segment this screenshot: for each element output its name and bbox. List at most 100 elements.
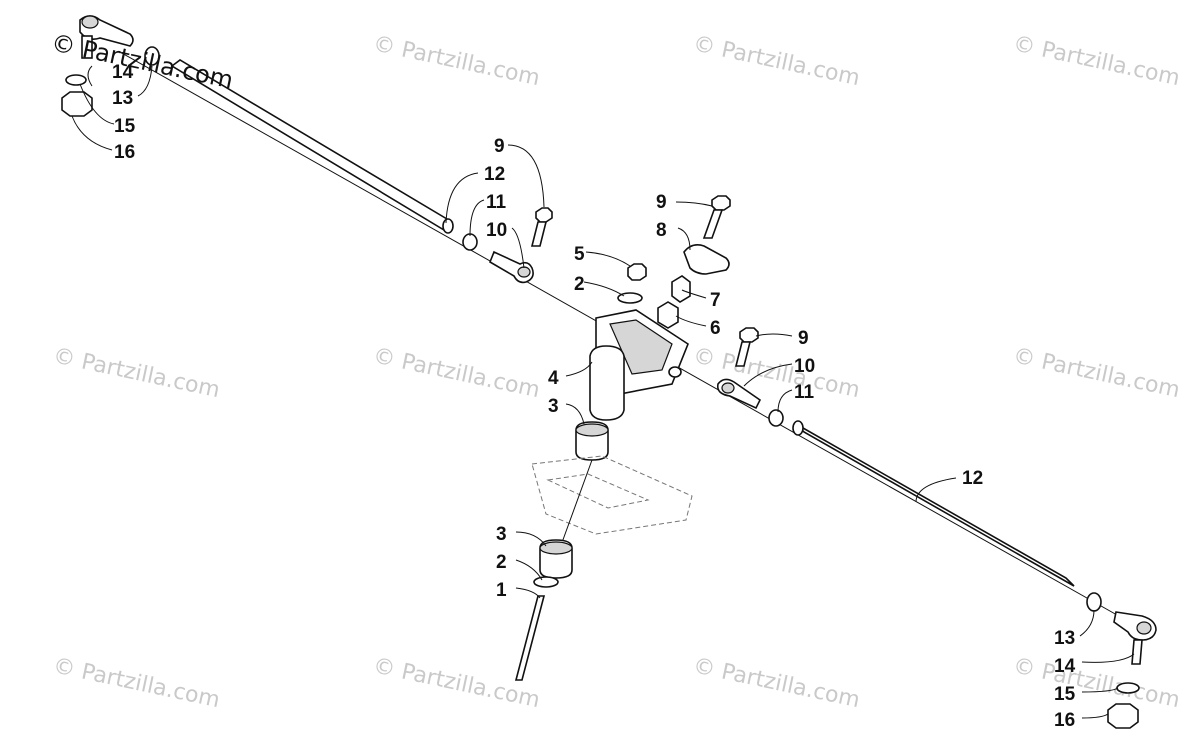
- callout-9-top: 9: [494, 136, 505, 157]
- watermark-tile: © Partzilla.com: [1011, 343, 1182, 403]
- lower-bearing-top: [539, 541, 573, 555]
- watermark-tile: © Partzilla.com: [371, 653, 542, 713]
- leader-15-topleft: [79, 83, 115, 125]
- upper-nut: [627, 263, 647, 281]
- leader-9-mid: [675, 201, 713, 207]
- leader-5: [585, 251, 631, 267]
- left-tie-rod-end-face: [442, 218, 454, 234]
- callout-16-topleft: 16: [114, 142, 135, 163]
- upper-bearing-top: [575, 423, 609, 437]
- leader-8: [677, 227, 691, 251]
- callout-13-bottomright: 13: [1054, 628, 1075, 649]
- leader-3-lower: [515, 531, 547, 547]
- right-washer: [1116, 682, 1140, 694]
- leader-14-topleft: [87, 65, 93, 87]
- watermark-tile: © Partzilla.com: [51, 343, 222, 403]
- leader-11-left: [469, 199, 485, 237]
- post-axis-line: [559, 459, 593, 549]
- watermark-tile: © Partzilla.com: [691, 343, 862, 403]
- lower-bearing-stack: [514, 539, 573, 681]
- leader-1: [515, 587, 541, 599]
- left-tie-rod-end-stud: [81, 35, 93, 59]
- watermark-tile: © Partzilla.com: [691, 653, 862, 713]
- left-inner-jam-nut: [462, 233, 478, 251]
- steering-post-assembly: [575, 195, 731, 461]
- leader-12-right: [915, 477, 957, 503]
- lower-bushing: [657, 301, 679, 329]
- lower-bolt: [514, 595, 546, 681]
- leader-10-left: [511, 227, 525, 269]
- steering-post-nut: [668, 366, 682, 378]
- callout-14-topleft: 14: [112, 62, 134, 83]
- callout-11-right: 11: [794, 382, 815, 403]
- watermark-tile: © Partzilla.com: [1011, 31, 1182, 91]
- right-tie-rod: [795, 423, 1075, 587]
- callout-2-lower: 2: [496, 552, 507, 573]
- left-jam-nut: [144, 46, 160, 66]
- callout-3-lower: 3: [496, 524, 507, 545]
- callout-7: 7: [710, 290, 721, 311]
- callout-2-upper: 2: [574, 274, 585, 295]
- leader-3-upper: [565, 403, 585, 425]
- left-tie-rod-end-ball: [81, 15, 99, 29]
- left-bolt-head: [535, 207, 553, 223]
- frame-bracket-outline: [531, 455, 693, 535]
- leader-7: [681, 289, 707, 299]
- callout-10-left: 10: [486, 220, 507, 241]
- top-bolt-head: [711, 195, 731, 211]
- callout-6: 6: [710, 318, 721, 339]
- leader-2-lower: [515, 559, 543, 581]
- leader-13-topleft: [137, 65, 153, 97]
- left-lock-nut: [61, 91, 93, 117]
- callout-8: 8: [656, 220, 667, 241]
- right-inner-rod-end-ball: [721, 382, 735, 394]
- callout-16-bottomright: 16: [1054, 710, 1075, 731]
- steering-post-tube: [589, 345, 625, 421]
- callout-14-bottomright: 14: [1054, 656, 1076, 677]
- callout-9-right: 9: [798, 328, 809, 349]
- right-lock-nut: [1107, 703, 1139, 729]
- left-bolt-shank: [530, 221, 548, 247]
- lower-washer: [533, 576, 559, 588]
- right-tie-rod-end-ball: [1136, 621, 1152, 635]
- watermark-tile: © Partzilla.com: [371, 343, 542, 403]
- frame-bracket-inner: [546, 473, 650, 509]
- leader-10-right: [743, 363, 793, 387]
- callout-15-topleft: 15: [114, 116, 136, 137]
- left-bolt: [530, 207, 553, 247]
- leader-16-topleft: [71, 115, 113, 151]
- top-bolt-shank: [702, 209, 724, 239]
- callout-11-left: 11: [486, 192, 507, 213]
- left-inner-rod-end-ball: [517, 266, 531, 278]
- leader-16-bottomright: [1081, 713, 1109, 719]
- callout-4: 4: [548, 368, 559, 389]
- callout-labels: 14 13 15 16 9 12 11 10 9 8 5 2 7 6 9 10 …: [112, 62, 1076, 731]
- right-tie-rod-end-face: [792, 420, 804, 436]
- callout-10-right: 10: [794, 356, 815, 377]
- leader-11-right: [777, 389, 793, 413]
- leader-9-right: [755, 333, 793, 337]
- leader-lines: [71, 65, 1135, 719]
- leader-12-left: [445, 172, 479, 224]
- right-bolt-shank: [734, 341, 752, 367]
- pitman-arm: [683, 244, 730, 275]
- callout-15-bottomright: 15: [1054, 684, 1076, 705]
- right-tie-rod-end-group: [1086, 592, 1157, 729]
- callout-12-left: 12: [484, 164, 505, 185]
- right-tie-rod-end-stud: [1131, 639, 1143, 665]
- right-inner-jam-nut: [768, 409, 784, 427]
- callout-3-upper: 3: [548, 396, 559, 417]
- leader-4: [565, 361, 593, 377]
- watermark-tile: © Partzilla.com: [51, 653, 222, 713]
- leader-15-bottomright: [1081, 687, 1119, 693]
- callout-13-topleft: 13: [112, 88, 133, 109]
- left-tie-rod-end-group: [61, 15, 160, 117]
- leader-9-top: [507, 144, 545, 208]
- leader-2-upper: [583, 281, 625, 297]
- callout-1: 1: [496, 580, 507, 601]
- callout-9-mid: 9: [656, 192, 667, 213]
- callout-12-right: 12: [962, 468, 983, 489]
- callout-5: 5: [574, 244, 585, 265]
